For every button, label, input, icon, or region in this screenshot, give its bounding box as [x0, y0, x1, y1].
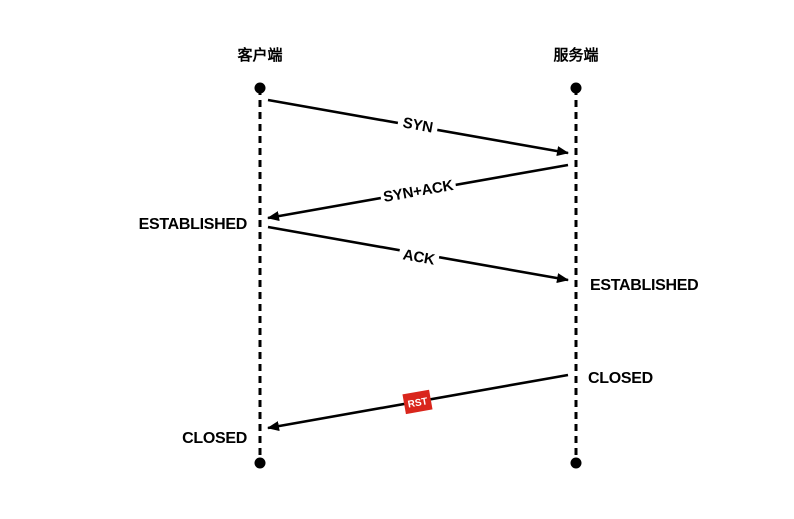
syn-ack-label-bg: [378, 172, 458, 208]
client-start-dot: [254, 82, 266, 94]
server-established-state: ESTABLISHED: [590, 277, 698, 294]
server-actor-label: 服务端: [553, 46, 598, 64]
rst-badge: RST: [402, 389, 433, 415]
ack-label: ACK: [402, 246, 437, 268]
rst-badge-bg: [402, 389, 433, 415]
ack-label-bg: [397, 241, 441, 271]
server-closed-state: CLOSED: [588, 370, 653, 387]
server-end-dot: [570, 457, 582, 469]
syn-label: SYN: [401, 114, 434, 136]
rst-label: RST: [407, 396, 429, 410]
client-actor-label: 客户端: [236, 46, 282, 64]
client-established-state: ESTABLISHED: [139, 216, 247, 233]
syn-label-bg: [396, 108, 440, 138]
server-start-dot: [570, 82, 582, 94]
client-end-dot: [254, 457, 266, 469]
client-closed-state: CLOSED: [182, 430, 247, 447]
